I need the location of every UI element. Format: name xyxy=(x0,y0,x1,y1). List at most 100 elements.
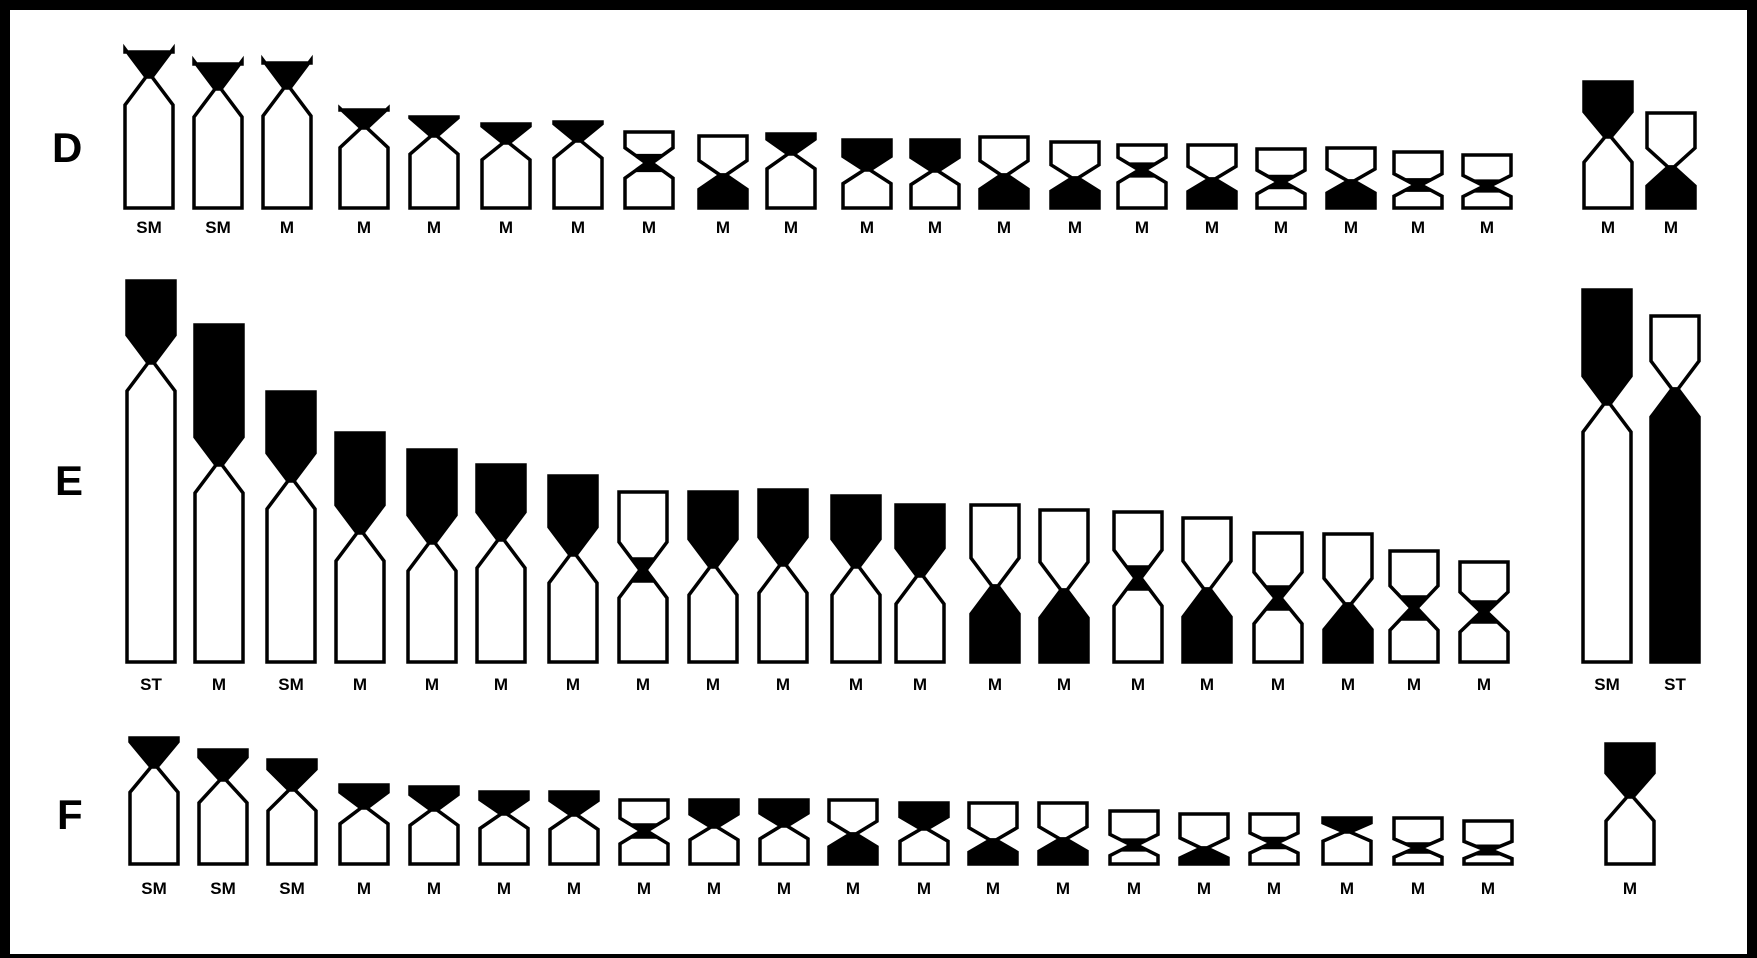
chromosome-f-5 xyxy=(410,787,458,864)
p-arm xyxy=(340,785,388,808)
chromosome-type-label: M xyxy=(1623,879,1637,898)
chromosome-d-14 xyxy=(1051,142,1099,208)
chromosome-e-18 xyxy=(1324,534,1372,662)
p-arm xyxy=(1051,142,1099,178)
q-arm xyxy=(980,175,1028,208)
chromosome-type-label: M xyxy=(353,675,367,694)
chromosome-d-1 xyxy=(125,49,173,208)
chromosome-d-4 xyxy=(340,108,388,208)
chromosome-d-9 xyxy=(699,136,747,208)
q-arm xyxy=(843,170,891,208)
chromosome-type-label: SM xyxy=(141,879,167,898)
q-arm xyxy=(480,814,528,864)
chromosome-e-9 xyxy=(689,492,737,662)
chromosome-f-19 xyxy=(1394,818,1442,864)
chromosome-type-label: M xyxy=(280,218,294,237)
chromosome-type-label: M xyxy=(499,218,513,237)
q-arm xyxy=(689,567,737,662)
chromosome-f-17 xyxy=(1250,814,1298,864)
p-arm xyxy=(900,803,948,829)
centromere-band xyxy=(1401,596,1427,620)
p-arm xyxy=(760,800,808,826)
p-arm xyxy=(482,124,530,143)
chromosome-e-20 xyxy=(1460,562,1508,662)
p-arm xyxy=(340,108,388,128)
centromere-band xyxy=(1474,180,1500,192)
chromosome-f-9 xyxy=(690,800,738,864)
chromosome-d-6 xyxy=(482,124,530,208)
q-arm xyxy=(1323,832,1371,864)
q-arm xyxy=(829,834,877,864)
chromosome-e-14 xyxy=(1040,510,1088,662)
chromosome-d-7 xyxy=(554,122,602,208)
q-arm xyxy=(759,565,807,662)
chromosome-f-8 xyxy=(620,800,668,864)
chromosome-type-label: SM xyxy=(205,218,231,237)
q-arm xyxy=(263,88,311,208)
p-arm xyxy=(1647,113,1695,167)
q-arm xyxy=(760,826,808,864)
chromosome-type-label: M xyxy=(860,218,874,237)
chromosome-type-label: M xyxy=(1127,879,1141,898)
p-arm xyxy=(767,134,815,154)
p-arm xyxy=(1606,744,1654,797)
chromosome-type-label: M xyxy=(997,218,1011,237)
p-arm xyxy=(699,136,747,175)
chromosome-d-5 xyxy=(410,117,458,208)
centromere-band xyxy=(1475,845,1501,854)
centromere-band xyxy=(636,155,662,172)
p-arm xyxy=(336,433,384,533)
p-arm xyxy=(896,505,944,576)
p-arm xyxy=(477,465,525,540)
chromosome-f-4 xyxy=(340,785,388,864)
chromosome-e-4 xyxy=(336,433,384,662)
chromosome-f-15 xyxy=(1110,811,1158,864)
chromosome-e-13 xyxy=(971,505,1019,662)
p-arm xyxy=(980,137,1028,175)
centromere-band xyxy=(633,558,654,582)
chromosome-f-7 xyxy=(550,792,598,864)
chromosome-type-label: M xyxy=(357,218,371,237)
p-arm xyxy=(843,140,891,170)
p-arm xyxy=(267,392,315,481)
chromosome-e-8 xyxy=(619,492,667,662)
chromosome-f-21 xyxy=(1606,744,1654,864)
chromosome-f-16 xyxy=(1180,814,1228,864)
chromosome-type-label: M xyxy=(636,675,650,694)
chromosome-f-14 xyxy=(1039,803,1087,864)
chromosome-type-label: M xyxy=(846,879,860,898)
chromosome-type-label: M xyxy=(988,675,1002,694)
q-arm xyxy=(896,576,944,662)
chromosome-type-label: M xyxy=(1411,879,1425,898)
chromosome-type-label: M xyxy=(1481,879,1495,898)
p-arm xyxy=(829,800,877,834)
chromosome-f-13 xyxy=(969,803,1017,864)
row-label-e: E xyxy=(55,457,83,504)
p-arm xyxy=(410,117,458,136)
q-arm xyxy=(900,829,948,864)
p-arm xyxy=(1040,510,1088,590)
q-arm xyxy=(550,815,598,864)
chromosome-type-label: M xyxy=(1407,675,1421,694)
chromosome-e-21 xyxy=(1583,290,1631,662)
chromosome-f-3 xyxy=(268,760,316,864)
chromosome-type-label: M xyxy=(1271,675,1285,694)
centromere-band xyxy=(1121,839,1147,851)
chromosome-d-19 xyxy=(1394,152,1442,208)
chromosome-type-label: M xyxy=(1601,218,1615,237)
chromosome-f-18 xyxy=(1323,818,1371,864)
chromosome-e-17 xyxy=(1254,533,1302,662)
chromosome-f-11 xyxy=(829,800,877,864)
chromosome-type-label: M xyxy=(1267,879,1281,898)
chromosome-e-1 xyxy=(127,281,175,662)
q-arm xyxy=(1324,604,1372,662)
centromere-band xyxy=(1129,163,1155,177)
chromosome-f-20 xyxy=(1464,821,1512,864)
p-arm xyxy=(199,750,247,780)
chromosome-e-11 xyxy=(832,496,880,662)
chromosome-d-11 xyxy=(843,140,891,208)
chromosome-type-label: M xyxy=(1135,218,1149,237)
chromosome-type-label: ST xyxy=(1664,675,1686,694)
p-arm xyxy=(410,787,458,810)
centromere-band xyxy=(1128,566,1149,590)
